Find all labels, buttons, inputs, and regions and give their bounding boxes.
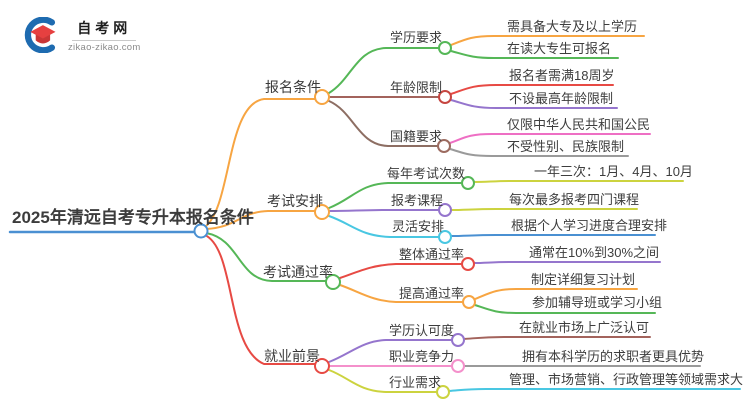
logo-subtitle: zikao-zikao.com (68, 41, 141, 53)
connector-baoming-xueli (328, 47, 439, 94)
sub-label-linghuo: 灵活安排 (392, 219, 445, 234)
leaf-label: 报名者需满18周岁 (509, 68, 615, 83)
leafline-simen-kecheng (450, 208, 638, 211)
graduation-cap-logo-icon (24, 17, 56, 53)
connector-root-jiuye (204, 234, 316, 365)
leafline-lingyu-xuqiu (448, 388, 741, 392)
node-handle-jingzhengli[interactable] (451, 359, 465, 373)
logo-title: 自考网 (77, 19, 132, 36)
leaf-label: 需具备大专及以上学历 (507, 19, 638, 34)
leafline-10to30 (473, 261, 661, 264)
node-handle-hangye[interactable] (436, 385, 450, 399)
node-handle-cishu[interactable] (461, 176, 475, 190)
node-handle-baoming[interactable] (314, 89, 330, 105)
node-handle-tigao[interactable] (462, 295, 476, 309)
node-handle-xueli[interactable] (438, 41, 452, 55)
sub-label-xueli: 学历要求 (390, 30, 443, 45)
sub-label-hangye: 行业需求 (389, 375, 442, 390)
node-handle-kaoshi[interactable] (314, 204, 330, 220)
leafline-xingbie-minzu (449, 148, 629, 157)
node-handle-guoji[interactable] (437, 139, 451, 153)
node-handle-linghuo[interactable] (438, 230, 452, 244)
connector-kaoshi-kecheng (328, 209, 439, 212)
leaf-label: 每次最多报考四门课程 (509, 192, 640, 207)
sub-label-jingzhengli: 职业竞争力 (389, 349, 455, 364)
node-handle-nianling[interactable] (438, 90, 452, 104)
leaf-label: 在就业市场上广泛认可 (519, 320, 650, 335)
connector-tongguolv-zhengti (339, 263, 462, 279)
branch-label-jiuye: 就业前景 (264, 348, 320, 364)
leafline-gongmin (449, 133, 651, 144)
connector-kaoshi-cishu (328, 182, 462, 209)
node-handle-renkedu[interactable] (451, 333, 465, 347)
sub-label-cishu: 每年考试次数 (387, 166, 466, 181)
connector-tongguolv-tigao (339, 284, 463, 303)
connector-baoming-guoji (328, 100, 438, 147)
leaf-label: 管理、市场营销、行政管理等领域需求大 (509, 372, 744, 387)
sub-label-zhengti: 整体通过率 (399, 247, 465, 262)
sub-label-nianling: 年龄限制 (390, 80, 443, 95)
sub-label-guoji: 国籍要求 (390, 129, 443, 144)
node-handle-zhengti[interactable] (461, 257, 475, 271)
node-handle-kecheng[interactable] (438, 203, 452, 217)
sub-label-tigao: 提高通过率 (399, 286, 465, 301)
root-node-label: 2025年清远自考专升本报名条件 (12, 208, 254, 227)
leaf-label: 参加辅导班或学习小组 (532, 295, 663, 310)
logo-divider (72, 39, 137, 41)
sub-label-kecheng: 报考课程 (391, 193, 444, 208)
site-logo[interactable]: 自考网 zikao-zikao.com (24, 17, 141, 53)
leaf-label: 通常在10%到30%之间 (529, 245, 660, 260)
leaf-label: 不受性别、民族限制 (507, 139, 625, 154)
connector-root-baoming (204, 98, 316, 228)
connector-jiuye-hangye (328, 369, 437, 393)
leaf-label: 不设最高年龄限制 (509, 91, 614, 106)
branch-label-baoming: 报名条件 (265, 79, 321, 95)
branch-label-kaoshi: 考试安排 (267, 193, 323, 209)
leaf-label: 一年三次：1月、4月、10月 (534, 164, 693, 179)
connector-root-kaoshi (205, 210, 316, 230)
leafline-zaidu-baoming (450, 50, 619, 59)
node-handle-tongguolv[interactable] (325, 274, 341, 290)
leaf-label: 制定详细复习计划 (531, 272, 636, 287)
leafline-man18 (450, 84, 614, 95)
sub-label-renkedu: 学历认可度 (389, 323, 455, 338)
node-handle-jiuye[interactable] (314, 358, 330, 374)
connector-kaoshi-linghuo (328, 215, 439, 238)
leafline-fuxi-jihua (474, 288, 638, 300)
node-handle-root[interactable] (193, 223, 209, 239)
leafline-sanci (473, 180, 684, 183)
leaf-label: 根据个人学习进度合理安排 (511, 218, 668, 233)
leaf-label: 仅限中华人民共和国公民 (507, 117, 651, 132)
leaf-label: 在读大专生可报名 (507, 41, 612, 56)
leafline-wu-zuigao-nianling (450, 99, 618, 109)
leafline-jindu-anpai (450, 234, 656, 237)
leafline-guangfan-renke (463, 336, 651, 340)
leaf-label: 拥有本科学历的求职者更具优势 (522, 349, 705, 364)
leafline-dazhuan-xueli (450, 35, 645, 46)
leafline-fudaoban (474, 304, 656, 314)
connector-jiuye-renkedu (328, 339, 452, 363)
branch-label-tongguolv: 考试通过率 (263, 264, 333, 280)
connector-root-tongguolv (205, 232, 327, 282)
